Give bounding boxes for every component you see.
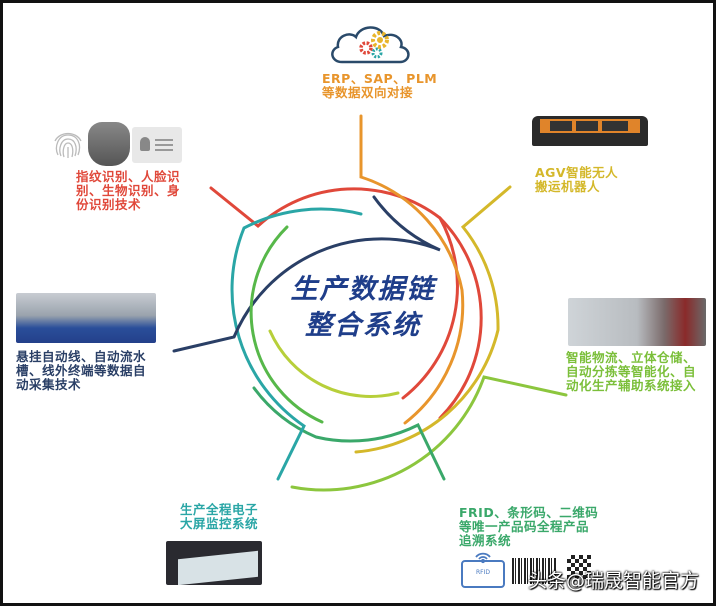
arc-orange	[359, 114, 465, 425]
traceability-label: FRID、条形码、二维码 等唯一产品码全程产品 追溯系统	[459, 505, 599, 548]
qr-code-icon	[567, 555, 591, 579]
arc-inner-green	[249, 225, 324, 424]
arc-inner-lime	[268, 329, 400, 398]
center-title-line2: 整合系统	[305, 310, 421, 341]
face-icon	[88, 122, 130, 166]
big-screen-photo	[166, 541, 262, 585]
watermark: 头条@瑞晟智能官方	[528, 570, 700, 592]
warehouse-photo	[568, 298, 706, 346]
barcode-icon	[512, 558, 556, 584]
center-title-line1: 生产数据链	[290, 274, 436, 305]
agv-label: AGV智能无人 搬运机器人	[535, 165, 619, 194]
monitor-label: 生产全程电子 大屏监控系统	[180, 502, 259, 531]
arc-yellow	[354, 185, 512, 454]
arc-teal	[230, 207, 363, 481]
agv-robot-photo	[532, 116, 648, 146]
rfid-icon: RFID	[461, 552, 505, 588]
fingerprint-icon	[54, 132, 82, 158]
cloud-gears-icon	[331, 26, 410, 64]
center-title: 生产数据链 整合系统	[268, 272, 458, 344]
arc-green	[252, 386, 446, 481]
arc-navy	[172, 195, 441, 353]
arc-red-end	[401, 216, 459, 400]
id-card-icon	[132, 127, 182, 163]
logistics-label: 智能物流、立体仓储、 自动分拣等智能化、自 动化生产辅助系统接入	[566, 350, 697, 393]
hanging-line-photo	[16, 293, 156, 343]
hanging-label: 悬挂自动线、自动流水 槽、线外终端等数据自 动采集技术	[16, 349, 147, 392]
arc-lightgreen	[290, 375, 568, 492]
erp-label: ERP、SAP、PLM 等数据双向对接	[322, 71, 438, 100]
biometric-label: 指纹识别、人脸识 别、生物识别、身 份识别技术	[76, 169, 181, 212]
